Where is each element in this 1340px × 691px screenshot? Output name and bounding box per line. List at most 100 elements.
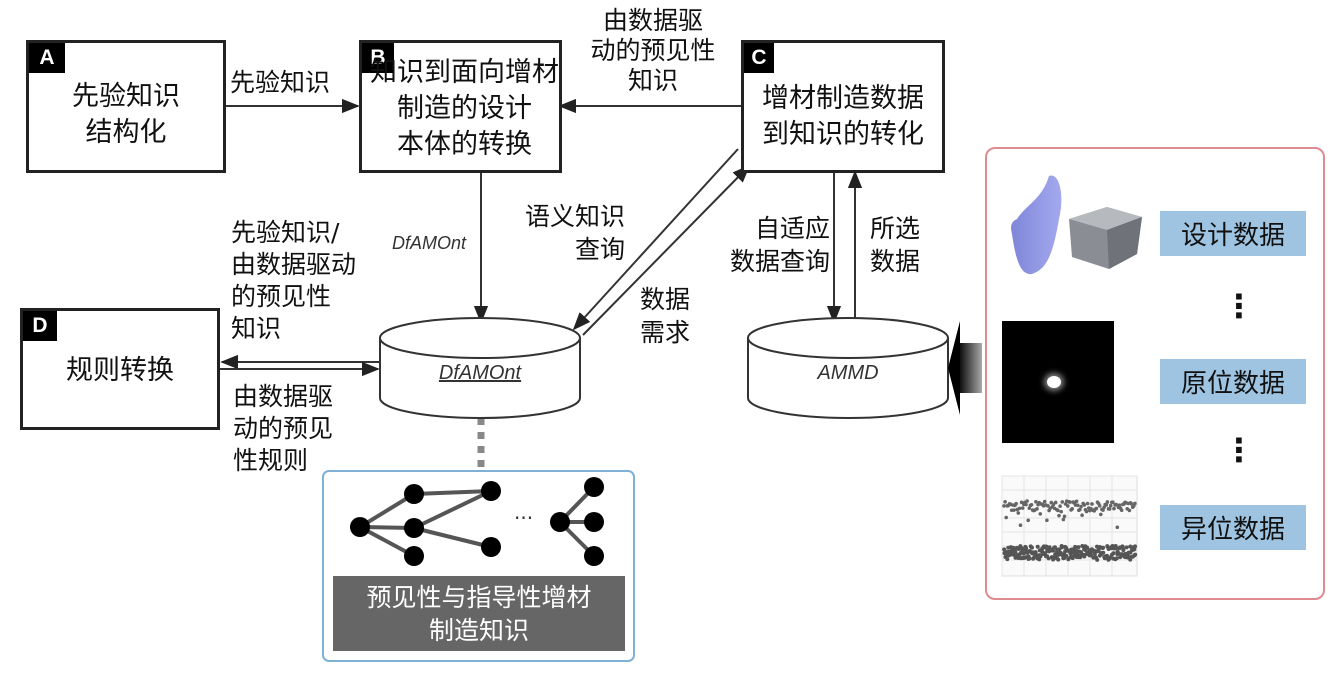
scatter-point: [1115, 525, 1120, 530]
scatter-point: [1085, 545, 1090, 550]
scatter-point: [1133, 544, 1138, 549]
scatter-point: [1107, 507, 1112, 511]
scatter-point: [1120, 545, 1125, 550]
box-c-data-to-knowledge: C 增材制造数据 到知识的转化: [741, 40, 945, 173]
data-sources-panel: 设计数据 ⋮ 原位数据 ⋮ 异位数据: [985, 147, 1325, 600]
scatter-point: [1101, 508, 1105, 512]
scatter-point: [1037, 557, 1042, 562]
data-inflow-arrow-icon: [948, 321, 982, 415]
scatter-point: [1092, 548, 1097, 553]
graph-node: [584, 512, 604, 532]
scatter-point: [1002, 504, 1006, 508]
scatter-point: [1019, 546, 1024, 551]
scatter-point: [1094, 506, 1099, 511]
graph-node: [584, 477, 604, 497]
scatter-point: [1119, 508, 1124, 513]
graph-node: [481, 481, 501, 501]
scatter-point: [1079, 504, 1083, 509]
scatter-point: [1027, 556, 1032, 561]
scatter-point: [1020, 506, 1025, 510]
scatter-point: [1005, 557, 1010, 562]
scatter-point: [1026, 518, 1030, 523]
dfamont-database-icon: [379, 317, 581, 419]
scatter-point: [1042, 499, 1047, 504]
graph-node: [404, 518, 424, 538]
ammd-database-icon: [747, 317, 949, 419]
scatter-point: [1101, 550, 1106, 555]
scatter-point: [1017, 506, 1022, 511]
knowledge-graph-box: ··· 预见性与指导性增材 制造知识: [322, 470, 635, 662]
dfamont-database-label: DfAMOnt: [438, 362, 522, 384]
scatter-point: [1045, 518, 1049, 523]
scatter-point: [1029, 545, 1034, 550]
graph-node: [404, 546, 424, 566]
scatter-point: [1056, 557, 1061, 562]
vertical-ellipsis-1: ⋮: [1223, 287, 1255, 325]
scatter-point: [1084, 509, 1089, 514]
scatter-point: [1060, 500, 1065, 504]
label-a-to-b: 先验知识: [230, 68, 331, 97]
knowledge-graph-icon: [350, 477, 604, 566]
arrow-data-demand: [582, 164, 751, 336]
scatter-point: [1035, 544, 1040, 549]
graph-ellipsis: ···: [514, 506, 534, 530]
scatter-point: [1016, 511, 1021, 515]
box-a-tag: A: [29, 43, 65, 73]
scatter-point: [1127, 508, 1132, 513]
label-b-to-dfamont: DfAMOnt: [392, 233, 467, 253]
graph-node: [550, 512, 570, 532]
scatter-point: [1074, 499, 1079, 504]
graph-node: [584, 546, 604, 566]
scatter-point: [1133, 552, 1138, 557]
scatter-point: [1080, 513, 1084, 517]
scatter-point: [1112, 506, 1116, 511]
scatter-point: [1025, 499, 1029, 503]
scatter-point: [1003, 499, 1007, 504]
scatter-point: [1097, 504, 1102, 508]
scatter-point: [1114, 546, 1119, 551]
scatter-point: [1104, 503, 1109, 507]
knowledge-caption: 预见性与指导性增材 制造知识: [333, 576, 625, 651]
scatter-point: [1034, 499, 1038, 504]
scatter-point: [1057, 513, 1061, 518]
scatter-point: [1062, 514, 1067, 519]
chip-ex-situ-data: 异位数据: [1160, 505, 1306, 550]
box-b-tag: B: [362, 43, 394, 73]
scatter-point: [1075, 503, 1080, 508]
scatter-point: [1013, 550, 1018, 555]
label-dfamont-to-d: 先验知识/ 由数据驱动 的预见性 知识: [231, 218, 357, 343]
box-c-text: 增材制造数据 到知识的转化: [762, 83, 924, 150]
scatter-point: [1018, 523, 1023, 528]
scatter-point: [1029, 502, 1034, 507]
scatter-point: [1038, 554, 1043, 559]
scatter-point: [1108, 503, 1113, 508]
scatter-point: [1124, 545, 1129, 550]
in-situ-data-image: [1002, 321, 1114, 443]
label-semantic-query: 语义知识 查询: [524, 202, 625, 264]
box-d-text: 规则转换: [66, 355, 174, 386]
box-b-knowledge-to-ontology: B 知识到面向增材 制造的设计 本体的转换: [359, 40, 562, 173]
box-d-tag: D: [23, 311, 57, 341]
scatter-point: [1095, 557, 1100, 562]
scatter-point: [1059, 509, 1063, 514]
label-data-demand: 数据 需求: [640, 285, 691, 347]
scatter-point: [1056, 508, 1060, 513]
graph-node: [481, 537, 501, 557]
box-d-rule-transformation: D 规则转换: [20, 308, 220, 430]
scatter-point: [1092, 551, 1097, 556]
scatter-point: [1114, 556, 1119, 561]
scatter-point: [1064, 553, 1069, 558]
box-a-text: 先验知识 结构化: [72, 81, 180, 148]
label-selected-data: 所选 数据: [870, 214, 921, 276]
scatter-point: [1111, 551, 1116, 556]
scatter-point: [1105, 500, 1110, 504]
scatter-point: [1101, 545, 1106, 550]
scatter-point: [1090, 502, 1094, 506]
scatter-point: [1012, 508, 1016, 512]
scatter-point: [1038, 512, 1043, 516]
chip-in-situ-data: 原位数据: [1160, 359, 1306, 404]
graph-node: [404, 484, 424, 504]
scatter-point: [1082, 554, 1087, 559]
scatter-point: [1102, 505, 1106, 510]
scatter-point: [1058, 504, 1062, 509]
